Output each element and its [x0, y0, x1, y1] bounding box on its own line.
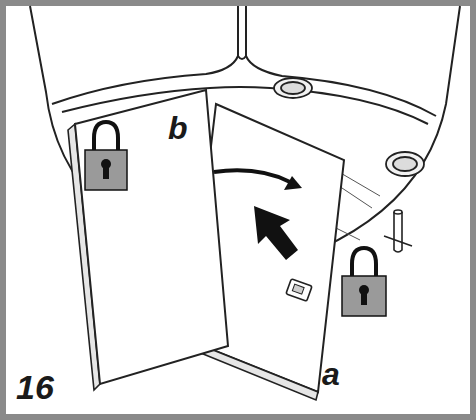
frame [3, 3, 473, 417]
padlock-a [342, 248, 386, 316]
padlock-b [85, 122, 127, 190]
callout-letter: b [168, 112, 188, 144]
callout-letter: a [322, 358, 340, 390]
figure-number: 16 [16, 370, 54, 404]
peg [384, 210, 412, 252]
panel-b [68, 90, 228, 390]
arrow-a [254, 206, 298, 260]
arrow-b [214, 170, 302, 190]
